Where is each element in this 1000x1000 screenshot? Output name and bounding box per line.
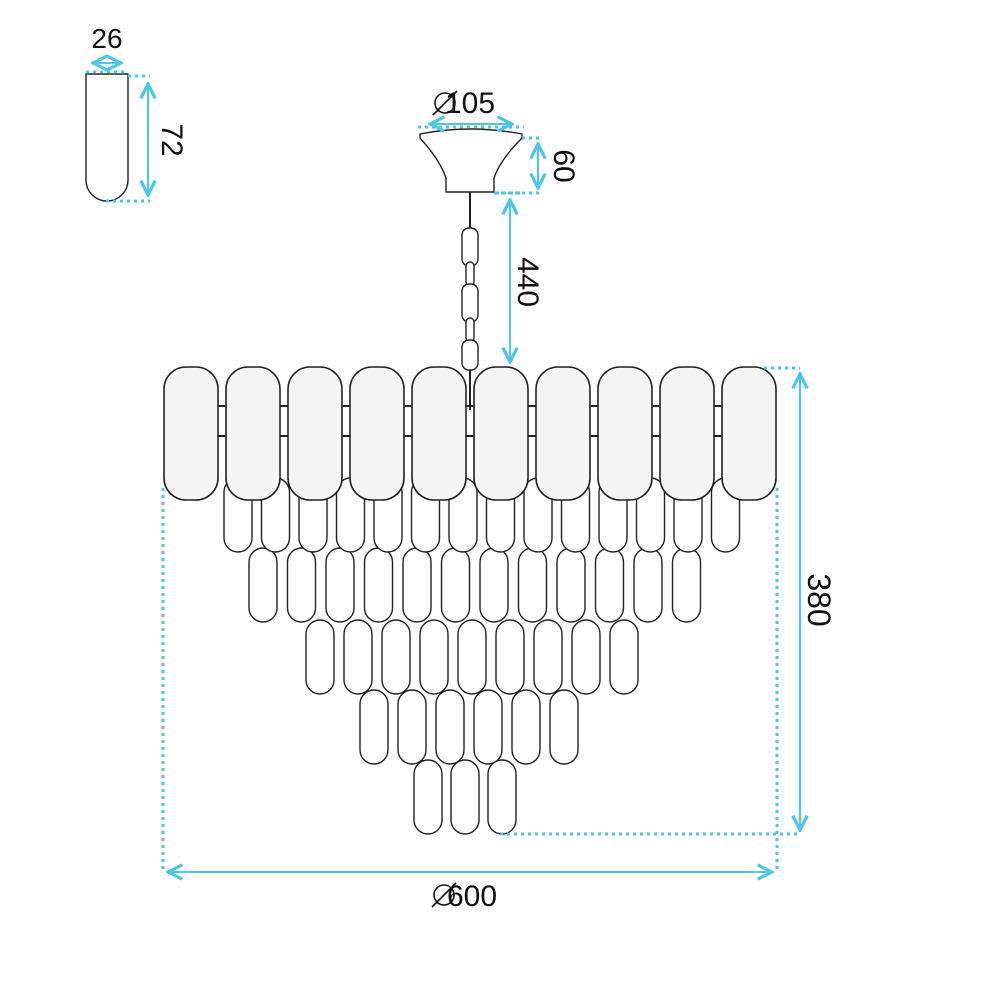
chain-length-label: 440 — [511, 257, 544, 307]
crystal — [402, 547, 432, 623]
crystal — [473, 689, 503, 765]
diameter-icon — [433, 884, 455, 906]
crystal-height-label: 72 — [155, 123, 188, 156]
canopy-height-label: 60 — [547, 149, 580, 182]
crystal — [609, 619, 639, 695]
crystal-detail: 26 72 — [85, 23, 188, 203]
diameter-icon — [434, 92, 456, 114]
body-height-label: 380 — [801, 573, 837, 626]
crystal — [533, 619, 563, 695]
canopy-diameter-text — [432, 90, 458, 116]
top-crystal — [535, 366, 591, 501]
crystal — [435, 689, 465, 765]
canopy-diameter-label: 105 — [445, 87, 495, 120]
single-crystal-shape — [85, 73, 129, 202]
crystal — [450, 759, 480, 835]
top-crystal-row — [163, 366, 777, 501]
crystal — [457, 619, 487, 695]
crystal — [419, 619, 449, 695]
top-crystal — [721, 366, 777, 501]
top-crystal — [225, 366, 281, 501]
crystal — [397, 689, 427, 765]
crystal — [343, 619, 373, 695]
top-crystal — [411, 366, 467, 501]
crystal — [286, 547, 317, 623]
crystal — [359, 689, 389, 765]
overall-dimensions: 380 600 — [161, 366, 837, 913]
crystal-rows — [223, 477, 741, 835]
top-crystal — [163, 366, 219, 501]
crystal — [671, 547, 702, 623]
crystal — [594, 547, 625, 623]
crystal — [381, 619, 411, 695]
body-diameter-label: 600 — [447, 880, 497, 913]
crystal — [413, 759, 443, 835]
top-crystal — [287, 366, 343, 501]
crystal — [633, 547, 663, 623]
crystal — [325, 547, 355, 623]
crystal-width-label: 26 — [91, 23, 122, 54]
top-crystal — [659, 366, 715, 501]
chain: 440 — [461, 191, 544, 410]
crystal — [440, 547, 471, 623]
crystal — [335, 477, 366, 553]
top-crystal — [473, 366, 529, 501]
crystal — [549, 689, 579, 765]
top-crystal — [597, 366, 653, 501]
crystal — [556, 547, 586, 623]
crystal — [517, 547, 548, 623]
diameter-icon-slash — [431, 882, 457, 908]
crystal — [495, 619, 525, 695]
canopy-shape — [419, 128, 523, 193]
crystal — [487, 759, 517, 835]
diameter-icon-slash — [432, 90, 458, 116]
crystal — [571, 619, 601, 695]
top-crystal — [349, 366, 405, 501]
chandelier-body — [163, 366, 777, 835]
crystal — [248, 547, 278, 623]
crystal — [511, 689, 541, 765]
canopy: 105 60 — [418, 87, 580, 195]
crystal — [305, 619, 335, 695]
crystal — [363, 547, 394, 623]
crystal — [479, 547, 509, 623]
